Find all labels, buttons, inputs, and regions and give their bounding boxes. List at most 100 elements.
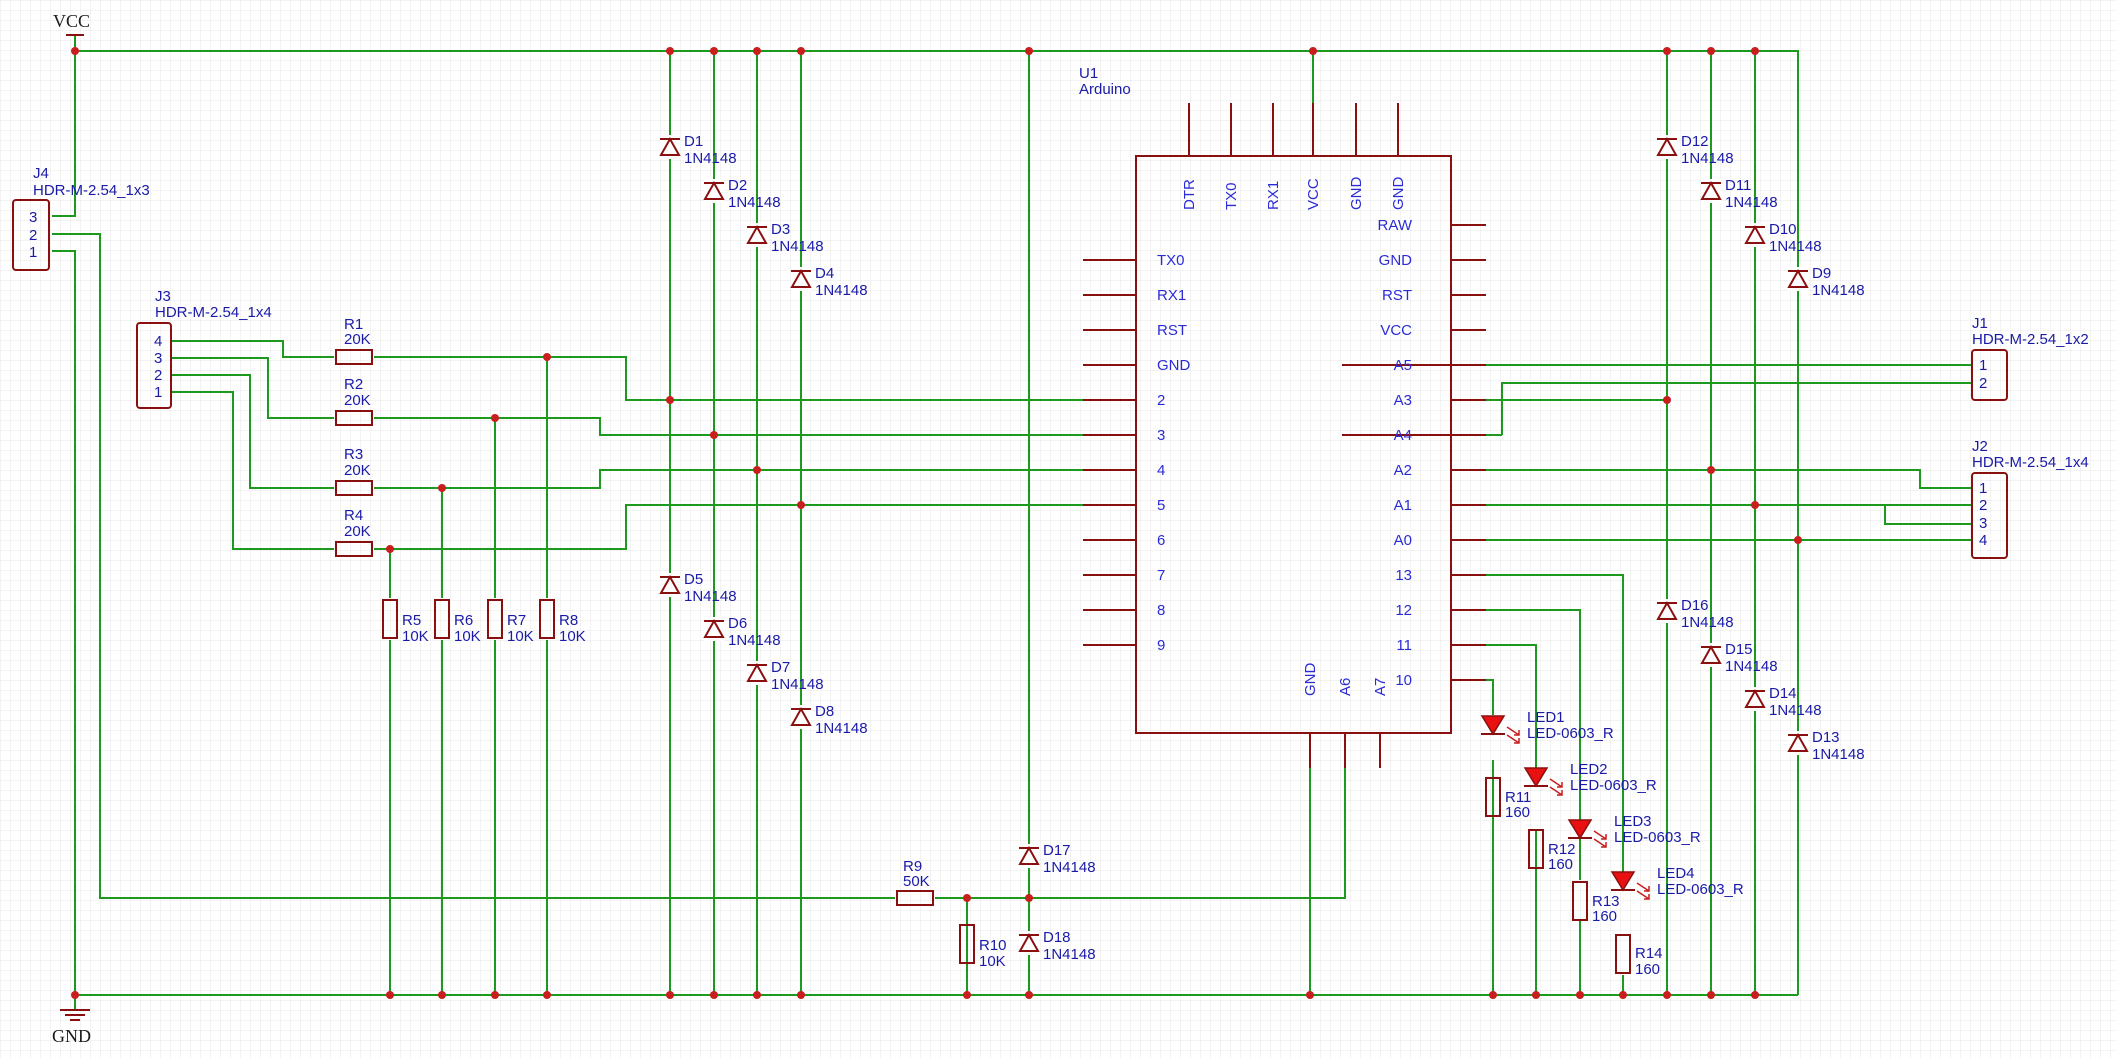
r8-ref: R8 [559,612,578,629]
d5-value: 1N4148 [684,588,737,605]
u1-right-pin-label: A2 [1394,462,1412,479]
wire-vcc-rail [75,50,1799,995]
r5-body [382,599,398,639]
u1-right-pin-label: GND [1379,252,1413,269]
led4-led-triangle [1610,871,1636,892]
r4-resistor: R4 20K [335,507,373,557]
u1-top-pin-label: GND [1348,177,1365,211]
d15-value: 1N4148 [1725,658,1778,675]
r6-value: 10K [454,628,481,645]
junction-dot [438,991,446,999]
junction-dot [1707,991,1715,999]
u1-left-pin-label: GND [1157,357,1191,374]
r6-ref: R6 [454,612,473,629]
d3-ref: D3 [771,221,790,238]
d2-diode-triangle [703,180,725,200]
junction-dot [1489,991,1497,999]
u1-right-pin-label: RAW [1378,217,1413,234]
d16-diode-triangle [1656,600,1678,620]
d8-ref: D8 [815,703,834,720]
wires [52,35,1972,1010]
j4-pin-2: 2 [29,227,37,244]
led4-led-rays [1636,882,1650,900]
u1-left-pin-label: 5 [1157,497,1165,514]
r11-value: 160 [1505,804,1530,821]
r6-body [434,599,450,639]
r3-body [335,480,373,496]
junction-dot [797,47,805,55]
d16-value: 1N4148 [1681,614,1734,631]
d16-diode-bg [1657,599,1677,623]
u1-right-pin-label: A3 [1394,392,1412,409]
r1-value: 20K [344,331,371,348]
r14-body [1615,934,1631,974]
u1-ref: U1 [1079,65,1098,82]
led1-led-triangle [1480,715,1506,736]
r3-resistor: R3 20K [335,446,373,496]
d7-ref: D7 [771,659,790,676]
d16-ref: D16 [1681,597,1709,614]
j2-ref: J2 [1972,438,1988,455]
d9-ref: D9 [1812,265,1831,282]
j1-connector: J1 HDR-M-2.54_1x2 1 2 [1971,315,2089,401]
junction-dot [71,991,79,999]
u1-left-pin-label: 2 [1157,392,1165,409]
wire-r9-a6 [935,768,1346,899]
gnd-symbol: GND [52,1009,91,1046]
d18-diode-bg [1019,931,1039,955]
d13-diode-bg [1788,731,1808,755]
junction-dot [491,991,499,999]
junction-dot [71,47,79,55]
j3-pin-3: 3 [154,350,162,367]
wire-j1-2 [1501,382,1972,435]
d8-diode-bg [791,705,811,729]
r3-ref: R3 [344,446,363,463]
r6-resistor: R6 10K [434,599,481,645]
j1-pin-1: 1 [1979,357,1987,374]
u1-left-pin-label: 4 [1157,462,1165,479]
d11-value: 1N4148 [1725,194,1778,211]
junction-dot [753,47,761,55]
d3-diode-triangle [746,224,768,244]
wire-r4-out [374,504,1085,550]
u1-bottom-pin-label: GND [1302,663,1319,697]
junction-dot [491,414,499,422]
d6-diode-bg [704,617,724,641]
d10-diode-triangle [1744,224,1766,244]
u1-body [1135,155,1452,734]
wire-j4-pin2 [52,233,895,899]
u1-right-pin-label: A0 [1394,532,1412,549]
u1-right-pin-label: A4 [1394,427,1412,444]
r8-value: 10K [559,628,586,645]
junction-dot [1707,466,1715,474]
wire-j3-3 [170,357,334,419]
u1-top-pin-label: DTR [1181,179,1198,210]
wire-vcc-j4 [52,51,76,217]
r7-resistor: R7 10K [487,599,534,645]
u1-bottom-pin-label: A6 [1337,678,1354,696]
r8-resistor: R8 10K [539,599,586,645]
wire-j3-1 [170,391,334,550]
r13-ref: R13 [1592,893,1620,910]
j3-pin-1: 1 [154,384,162,401]
d7-diode-bg [747,661,767,685]
r9-value: 50K [903,873,930,890]
d17-ref: D17 [1043,842,1071,859]
j2-pin-4: 4 [1979,532,1987,549]
junction-dot [1309,47,1317,55]
r7-body [487,599,503,639]
u1-left-pin-label: 3 [1157,427,1165,444]
d15-ref: D15 [1725,641,1753,658]
junction-dot [1751,501,1759,509]
u1-right-pin-label: A5 [1394,357,1412,374]
u1-left-pin-label: RST [1157,322,1187,339]
junction-dot [666,396,674,404]
d14-diode-bg [1745,687,1765,711]
u1-right-pin-label: A1 [1394,497,1412,514]
